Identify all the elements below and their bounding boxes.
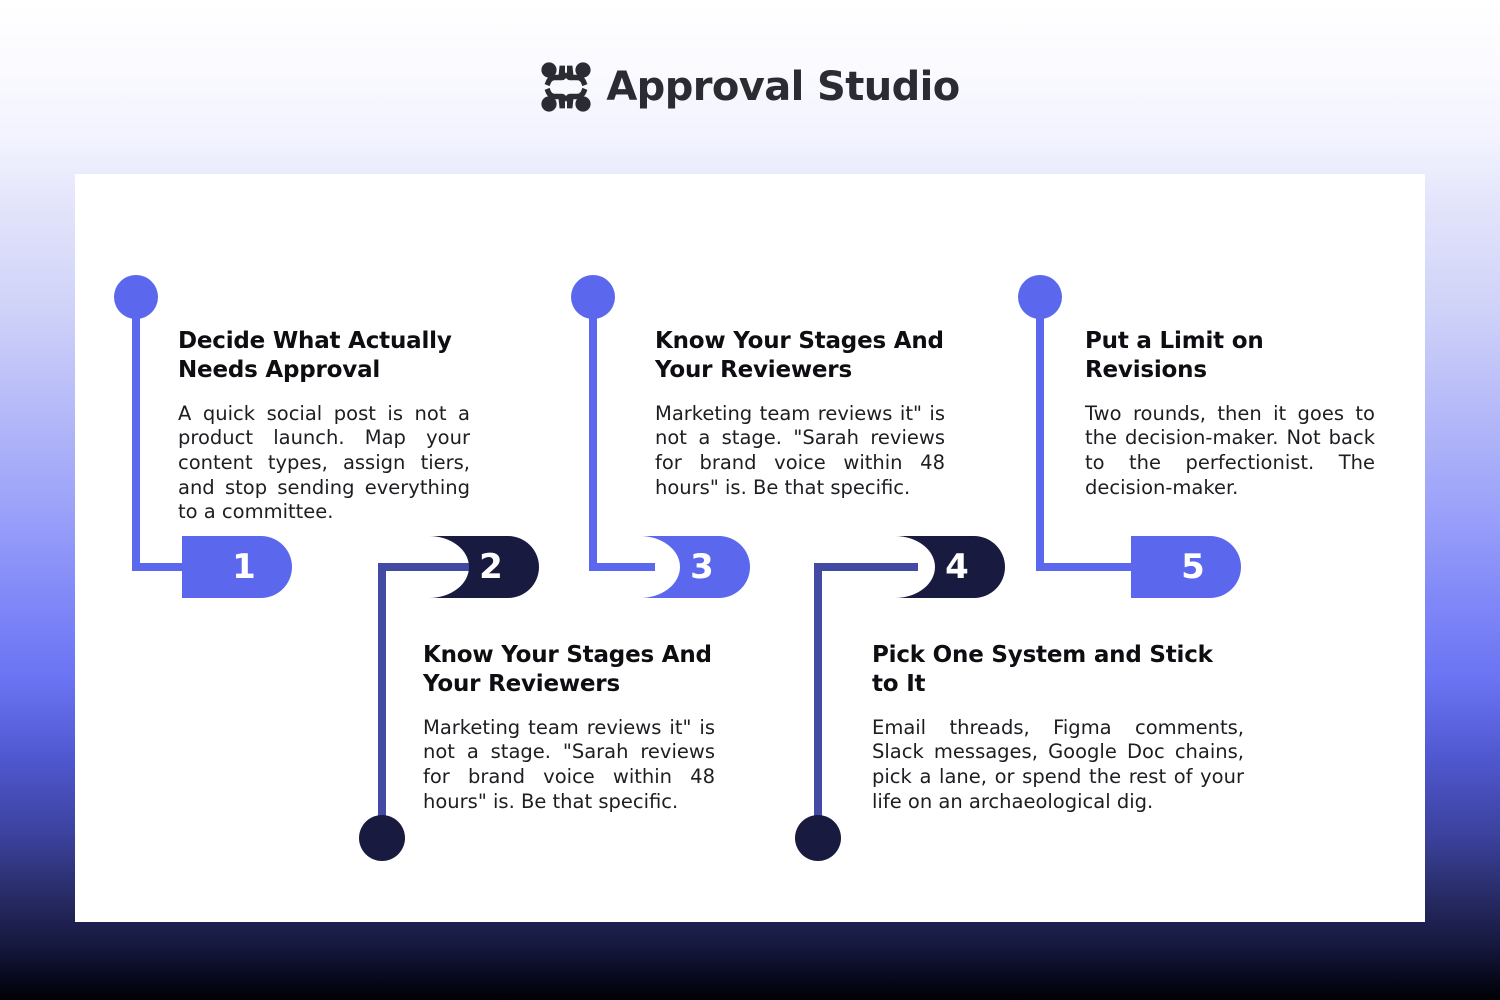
step-card-1: Decide What Actually Needs Approval A qu… bbox=[178, 327, 470, 525]
badge-shape-notched-left bbox=[429, 536, 539, 598]
step-title-5: Put a Limit on Revisions bbox=[1085, 328, 1264, 384]
step-card-3: Know Your Stages And Your Reviewers Mark… bbox=[655, 327, 945, 500]
step-badge-3[interactable]: 3 bbox=[640, 536, 750, 598]
step-number-3: 3 bbox=[690, 547, 714, 587]
badge-shape-notched-left bbox=[640, 536, 750, 598]
step-number-2: 2 bbox=[479, 547, 503, 587]
header: Approval Studio bbox=[0, 0, 1500, 174]
step-number-1: 1 bbox=[232, 547, 256, 587]
step-badge-2[interactable]: 2 bbox=[429, 536, 539, 598]
step-body-5: Two rounds, then it goes to the decision… bbox=[1085, 401, 1375, 499]
step-number-4: 4 bbox=[945, 547, 969, 587]
step-title-4: Pick One System and Stick to It bbox=[872, 642, 1213, 698]
step-badge-5[interactable]: 5 bbox=[1131, 536, 1241, 598]
step-card-5: Put a Limit on Revisions Two rounds, the… bbox=[1085, 327, 1375, 500]
step-body-4: Email threads, Figma comments, Slack mes… bbox=[872, 715, 1244, 813]
step-body-3: Marketing team reviews it" is not a stag… bbox=[655, 401, 945, 499]
approval-studio-grid-logo-icon bbox=[540, 61, 592, 113]
badge-shape-flat-left bbox=[182, 536, 292, 598]
badge-shape-flat-left bbox=[1131, 536, 1241, 598]
step-card-2: Know Your Stages And Your Reviewers Mark… bbox=[423, 641, 715, 814]
brand-logo: Approval Studio bbox=[540, 61, 960, 113]
step-title-3: Know Your Stages And Your Reviewers bbox=[655, 328, 944, 384]
step-number-5: 5 bbox=[1181, 547, 1205, 587]
step-card-4: Pick One System and Stick to It Email th… bbox=[872, 641, 1244, 814]
step-title-1: Decide What Actually Needs Approval bbox=[178, 328, 452, 384]
badge-shape-notched-left bbox=[895, 536, 1005, 598]
step-body-1: A quick social post is not a product lau… bbox=[178, 401, 470, 524]
step-badge-1[interactable]: 1 bbox=[182, 536, 292, 598]
step-title-2: Know Your Stages And Your Reviewers bbox=[423, 642, 712, 698]
step-badge-4[interactable]: 4 bbox=[895, 536, 1005, 598]
step-body-2: Marketing team reviews it" is not a stag… bbox=[423, 715, 715, 813]
brand-name: Approval Studio bbox=[606, 64, 960, 110]
